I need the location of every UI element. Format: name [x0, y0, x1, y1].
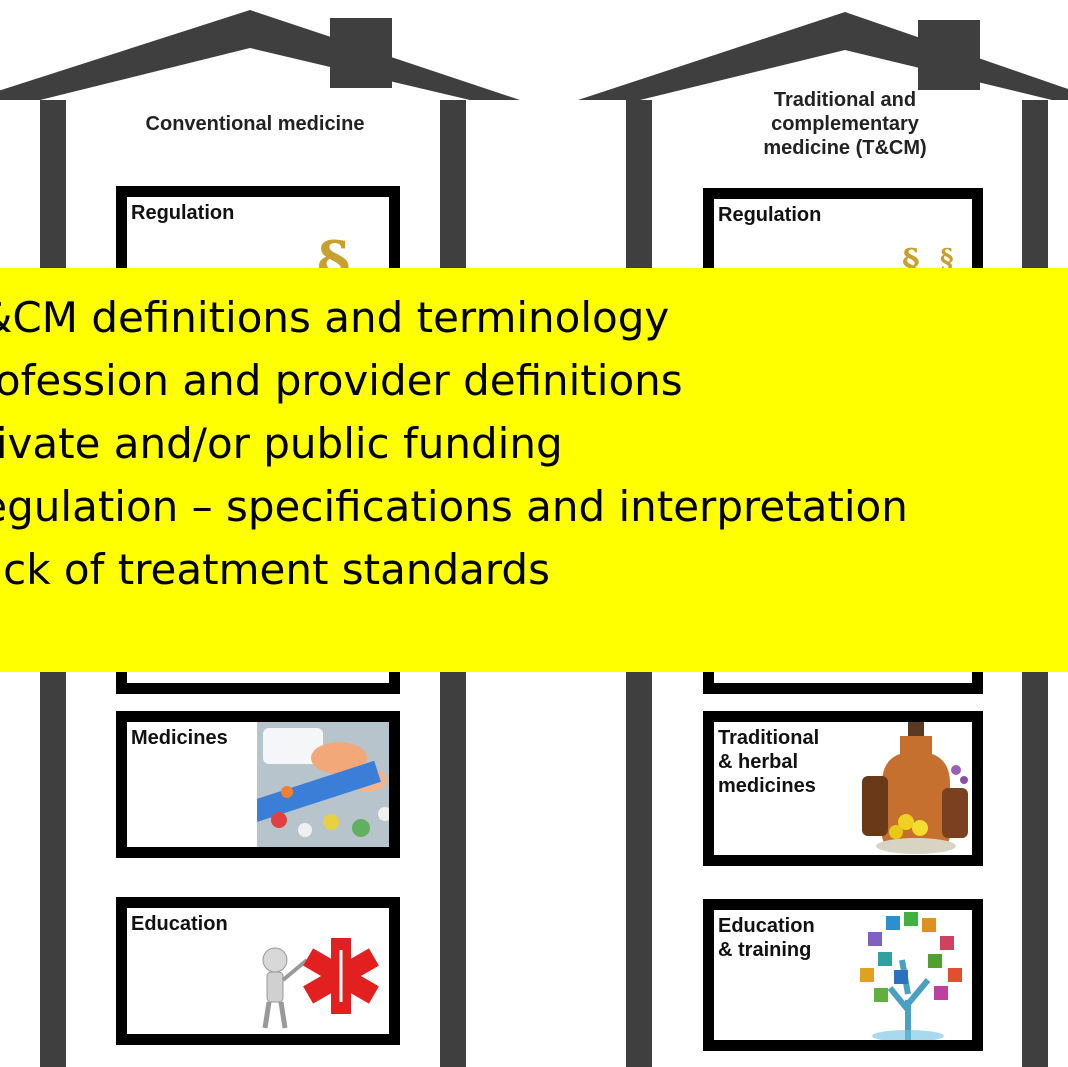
- left-house-roof: [0, 10, 520, 100]
- medical-star-icon: [262, 938, 379, 1029]
- left-house-chimney: [330, 18, 392, 88]
- herbal-bottles-icon: [862, 722, 968, 854]
- card-label: Traditional & herbal medicines: [718, 727, 820, 797]
- card-label: Education: [131, 913, 228, 935]
- left-house-title: Conventional medicine: [145, 113, 365, 135]
- right-herbal-card: Traditional & herbal medicines: [703, 711, 983, 866]
- tree-icons-icon: [860, 912, 962, 1040]
- list-item: Regulation – specifications and interpre…: [0, 482, 908, 531]
- right-house-roof: [578, 12, 1068, 100]
- list-item: Private and/or public funding: [0, 419, 563, 468]
- list-item: T&CM definitions and terminology: [0, 293, 670, 342]
- list-item: Profession and provider definitions: [0, 356, 683, 405]
- left-medicines-card: Medicines: [116, 711, 400, 858]
- card-label: Education & training: [718, 915, 815, 961]
- yellow-overlay: T&CM definitions and terminology Profess…: [0, 268, 1068, 672]
- svg-text:§: §: [940, 244, 954, 274]
- pills-icon: [257, 722, 389, 847]
- left-education-card: Education: [116, 897, 400, 1045]
- right-house-chimney: [918, 20, 980, 90]
- card-label: Regulation: [131, 202, 235, 224]
- right-education-card: Education & training: [703, 899, 983, 1051]
- list-item: Lack of treatment standards: [0, 545, 550, 594]
- card-label: Medicines: [131, 727, 228, 749]
- card-label: Regulation: [718, 204, 822, 226]
- right-house-title: Traditional and complementary medicine (…: [763, 89, 927, 159]
- overlay-list: T&CM definitions and terminology Profess…: [0, 286, 908, 601]
